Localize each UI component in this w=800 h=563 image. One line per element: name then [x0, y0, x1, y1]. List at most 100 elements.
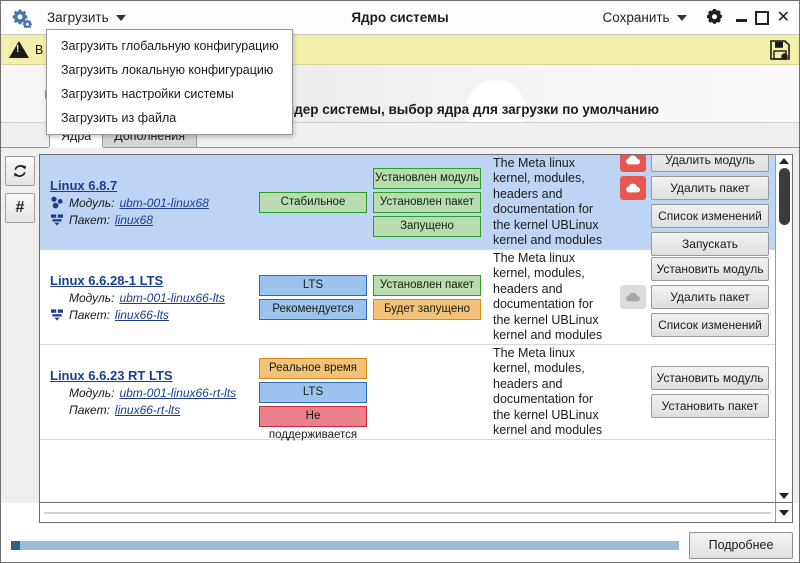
kernel-name-link[interactable]: Linux 6.6.23 RT LTS — [50, 367, 173, 383]
kernel-description: The Meta linux kernel, modules, headers … — [493, 345, 603, 438]
kernel-package-label: Пакет: — [69, 212, 110, 227]
action-row: Установить пакет — [651, 394, 769, 418]
chevron-down-icon — [115, 14, 126, 21]
app-gears-icon — [1, 8, 41, 28]
details-button[interactable]: Подробнее — [689, 531, 793, 559]
action-button[interactable]: Удалить пакет — [651, 285, 769, 309]
hash-button[interactable]: # — [5, 193, 35, 223]
kernel-row[interactable]: Linux 6.6.28-1 LTS Модуль: ubm-001-linux66… — [40, 250, 775, 345]
kernel-module-value-link[interactable]: ubm-001-linux66-lts — [119, 290, 225, 305]
kernel-package-value-link[interactable]: linux66-lts — [114, 307, 169, 322]
menu-item[interactable]: Загрузить из файла — [61, 111, 177, 125]
action-button[interactable]: Запускать — [651, 232, 769, 256]
action-row: Удалить пакет — [620, 285, 769, 309]
settings-gear-button[interactable] — [706, 9, 723, 26]
vertical-scrollbar[interactable] — [775, 155, 792, 502]
action-button[interactable]: Список изменений — [651, 313, 769, 337]
cloud-remove-icon — [625, 292, 640, 302]
close-icon[interactable]: ✕ — [776, 8, 790, 26]
footer-bar: Подробнее — [1, 523, 799, 562]
status-badge: Рекомендуется — [259, 298, 367, 320]
action-row: Список изменений — [651, 313, 769, 337]
floppy-save-icon[interactable] — [769, 39, 791, 61]
kernel-name-link[interactable]: Linux 6.8.7 — [50, 177, 118, 193]
menu-item[interactable]: Загрузить глобальную конфигурацию — [61, 39, 279, 53]
floppy-disk-icon — [770, 39, 790, 60]
save-menu-label: Сохранить — [602, 10, 670, 25]
action-row: Список изменений — [651, 204, 769, 228]
chevron-down-icon — [676, 14, 687, 21]
kernel-module-value-link[interactable]: ubm-001-linux68 — [119, 195, 209, 210]
hash-icon: # — [15, 199, 25, 216]
action-button[interactable]: Установить модуль — [651, 257, 769, 281]
warning-text: В — [35, 42, 44, 57]
load-menu-button[interactable]: Загрузить — [41, 7, 132, 28]
kernel-module-label: Модуль: — [69, 290, 115, 305]
action-row: Установить модуль — [651, 257, 769, 281]
minimize-icon[interactable] — [735, 19, 747, 22]
kernel-package-line: Пакет: linux66-rt-lts — [50, 403, 255, 417]
menu-item[interactable]: Загрузить настройки системы — [61, 87, 234, 101]
progress-knob — [11, 540, 20, 550]
action-button[interactable]: Установить модуль — [651, 366, 769, 390]
action-row: Установить модуль — [651, 366, 769, 390]
cloud-remove-icon[interactable] — [620, 176, 646, 200]
cloud-remove-icon[interactable] — [620, 155, 646, 172]
modules-icon — [50, 196, 64, 209]
save-menu-button[interactable]: Сохранить — [597, 7, 693, 28]
action-row: Удалить пакет — [620, 176, 769, 200]
hscroll-track[interactable] — [44, 511, 771, 514]
menu-item[interactable]: Загрузить локальную конфигурацию — [61, 63, 274, 77]
hscroll-dropdown-button[interactable] — [775, 503, 792, 522]
load-menu-label: Загрузить — [47, 10, 109, 25]
status-badge: Установлен пакет — [373, 274, 481, 296]
kernel-name-link[interactable]: Linux 6.6.28-1 LTS — [50, 272, 164, 288]
kernel-row[interactable]: Linux 6.6.23 RT LTS Модуль:ubm-001-linux6… — [40, 345, 775, 441]
horizontal-scrollbar[interactable] — [39, 503, 793, 523]
action-button[interactable]: Установить пакет — [651, 394, 769, 418]
status-badges-primary: Стабильное — [259, 191, 367, 213]
window-controls: ✕ — [735, 8, 790, 26]
action-button[interactable]: Удалить пакет — [651, 176, 769, 200]
gears-icon — [12, 9, 32, 28]
kernel-module-line: Модуль:ubm-001-linux66-rt-lts — [50, 386, 255, 400]
cloud-remove-icon — [625, 183, 640, 193]
status-badge: LTS — [259, 381, 367, 403]
maximize-icon[interactable] — [754, 10, 769, 25]
action-button[interactable]: Список изменений — [651, 204, 769, 228]
scroll-down-icon[interactable] — [779, 493, 789, 499]
kernel-package-line: Пакет:linux66-lts — [50, 308, 255, 322]
status-badge: Установлен модуль — [373, 167, 481, 189]
kernel-package-value-link[interactable]: linux68 — [114, 212, 153, 227]
kernel-module-line: Модуль: ubm-001-linux66-lts — [50, 291, 255, 305]
kernel-package-line: Пакет: linux68 — [50, 213, 255, 227]
status-badge: Установлен пакет — [373, 191, 481, 213]
status-badge: Будет запущено — [373, 298, 481, 320]
package-icon — [50, 213, 64, 226]
status-badge: Не поддерживается — [259, 405, 367, 441]
kernel-package-value-link[interactable]: linux66-rt-lts — [114, 402, 181, 417]
refresh-icon — [14, 165, 26, 177]
kernel-module-line: Модуль:ubm-001-linux68 — [50, 196, 255, 210]
warning-triangle-icon — [9, 41, 29, 58]
scroll-up-icon[interactable] — [779, 158, 789, 164]
kernel-info: Linux 6.6.23 RT LTS Модуль:ubm-001-linux6… — [40, 368, 255, 417]
kernel-package-label: Пакет: — [69, 402, 110, 417]
progress-bar — [11, 540, 679, 550]
cloud-remove-icon[interactable] — [620, 285, 646, 309]
kernel-module-value-link[interactable]: ubm-001-linux66-rt-lts — [119, 385, 237, 400]
scrollbar-thumb[interactable] — [778, 168, 790, 225]
refresh-button[interactable] — [5, 156, 35, 186]
action-button[interactable]: Удалить модуль — [651, 155, 769, 172]
